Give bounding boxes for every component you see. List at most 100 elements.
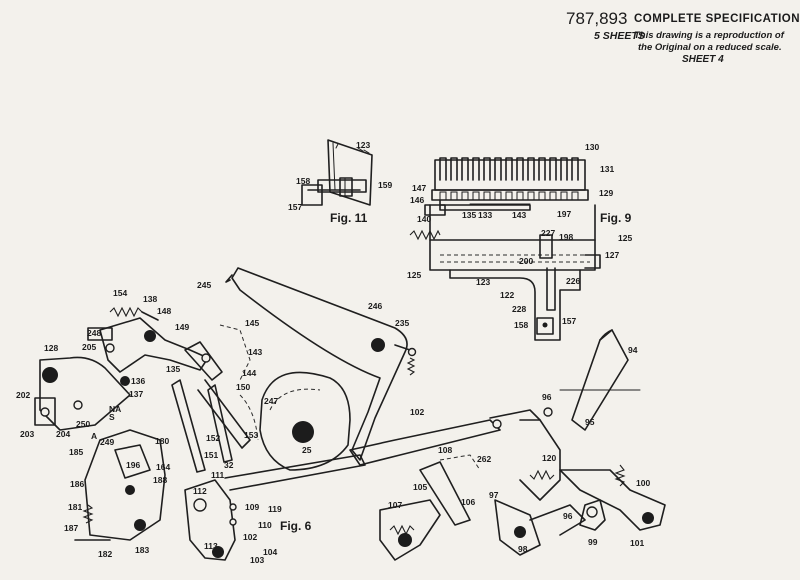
ref-label: 133 [478, 210, 492, 220]
ref-label: 137 [129, 389, 143, 399]
sheet-number: SHEET 4 [682, 54, 724, 65]
ref-label: 125 [407, 270, 421, 280]
ref-label: 226 [566, 276, 580, 286]
fig6-caption: Fig. 6 [280, 519, 312, 533]
ref-label: 180 [155, 436, 169, 446]
reproduction-note-line1: This drawing is a reproduction of [634, 30, 784, 41]
ref-label: 145 [245, 318, 259, 328]
fig6-drawing [34, 267, 666, 561]
ref-label: 105 [413, 482, 427, 492]
ref-label: 148 [157, 306, 171, 316]
ref-label: 110 [258, 520, 272, 530]
ref-label: 197 [557, 209, 571, 219]
ref-label: 157 [288, 202, 302, 212]
ref-label: 102 [410, 407, 424, 417]
ref-label: 227 [541, 228, 555, 238]
ref-label: 188 [153, 475, 167, 485]
ref-label: NA [109, 404, 121, 414]
ref-label: 108 [438, 445, 452, 455]
ref-label: 100 [636, 478, 650, 488]
ref-label: 106 [461, 497, 475, 507]
ref-label: 98 [518, 544, 528, 554]
ref-label: 235 [395, 318, 409, 328]
ref-label: 150 [236, 382, 250, 392]
ref-label: 200 [519, 256, 533, 266]
ref-label: 123 [356, 140, 370, 150]
ref-label: 144 [242, 368, 256, 378]
ref-label: 102 [243, 532, 257, 542]
ref-label: 158 [296, 176, 310, 186]
ref-label: 183 [135, 545, 149, 555]
ref-label: 196 [126, 460, 140, 470]
ref-label: 94 [628, 345, 638, 355]
ref-label: 25 [302, 445, 312, 455]
fig9-drawing [409, 157, 601, 341]
ref-label: 129 [599, 188, 613, 198]
ref-label: 262 [477, 454, 491, 464]
ref-label: 198 [559, 232, 573, 242]
ref-label: 250 [76, 419, 90, 429]
ref-label: 152 [206, 433, 220, 443]
ref-label: 164 [156, 462, 170, 472]
ref-label: 109 [245, 502, 259, 512]
ref-label: 228 [512, 304, 526, 314]
ref-label: 140 [417, 214, 431, 224]
ref-label: 127 [605, 250, 619, 260]
ref-label: 107 [388, 500, 402, 510]
ref-label: 248 [87, 328, 101, 338]
patent-number: 787,893 [566, 9, 628, 28]
ref-label: 131 [600, 164, 614, 174]
fig9-caption: Fig. 9 [600, 211, 632, 225]
ref-label: 112 [193, 486, 207, 496]
ref-label: 249 [100, 437, 114, 447]
reproduction-note-line2: the Original on a reduced scale. [638, 42, 782, 53]
ref-label: 125 [618, 233, 632, 243]
fig11-drawing [301, 139, 373, 206]
ref-label: 111 [211, 470, 225, 480]
ref-label: 122 [500, 290, 514, 300]
ref-label: 123 [476, 277, 490, 287]
ref-label: 119 [268, 504, 282, 514]
ref-label: 136 [131, 376, 145, 386]
ref-label: 204 [56, 429, 70, 439]
ref-label: 130 [585, 142, 599, 152]
ref-label: 138 [143, 294, 157, 304]
ref-label: 187 [64, 523, 78, 533]
ref-label: 101 [630, 538, 644, 548]
ref-label: 128 [44, 343, 58, 353]
ref-label: S [109, 412, 115, 422]
fig11-caption: Fig. 11 [330, 211, 368, 225]
ref-label: 203 [20, 429, 34, 439]
sheet-count: 5 SHEETS [594, 30, 645, 42]
ref-label: 113 [204, 541, 218, 551]
ref-label: 185 [69, 447, 83, 457]
ref-label: 104 [263, 547, 277, 557]
ref-label: 158 [514, 320, 528, 330]
ref-label: 151 [204, 450, 218, 460]
ref-label: 159 [378, 180, 392, 190]
ref-label: 147 [412, 183, 426, 193]
ref-label: 97 [489, 490, 499, 500]
ref-label: 146 [410, 195, 424, 205]
ref-label: 157 [562, 316, 576, 326]
ref-label: 246 [368, 301, 382, 311]
ref-label: 143 [248, 347, 262, 357]
ref-label: 120 [542, 453, 556, 463]
ref-label: 149 [175, 322, 189, 332]
ref-label: 154 [113, 288, 127, 298]
ref-label: 205 [82, 342, 96, 352]
ref-label: 181 [68, 502, 82, 512]
ref-label: 202 [16, 390, 30, 400]
ref-label: 32 [224, 460, 234, 470]
ref-label: 96 [563, 511, 573, 521]
ref-label: 103 [250, 555, 264, 565]
ref-label: 247 [264, 396, 278, 406]
ref-label: A [91, 431, 97, 441]
ref-label: 95 [585, 417, 595, 427]
specification-title: COMPLETE SPECIFICATION [634, 13, 800, 25]
ref-label: 245 [197, 280, 211, 290]
ref-label: 135 [166, 364, 180, 374]
ref-label: 99 [588, 537, 598, 547]
